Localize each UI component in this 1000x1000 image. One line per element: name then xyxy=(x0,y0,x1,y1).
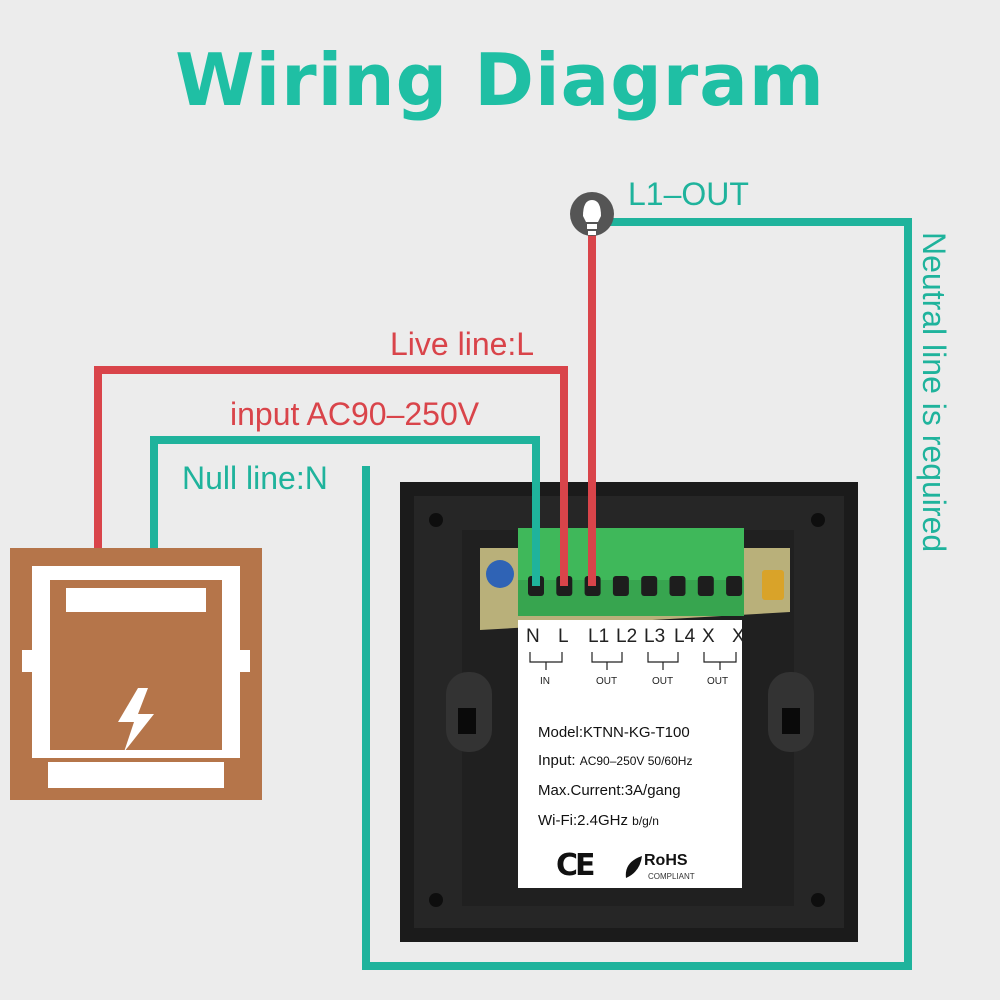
terminal-label-l1: L1 xyxy=(588,626,610,647)
spec-wifi-prefix: Wi-Fi:2.4GHz xyxy=(538,812,628,829)
live-line-wire xyxy=(94,366,568,586)
terminal-group-out-1: OUT xyxy=(596,676,618,687)
lightning-icon xyxy=(118,688,154,752)
spec-model: Model:KTNN-KG-T100 xyxy=(538,724,690,741)
spec-max-current: Max.Current:3A/gang xyxy=(538,782,681,799)
page-title: Wiring Diagram xyxy=(175,38,825,122)
l1-out-label: L1–OUT xyxy=(628,176,749,212)
live-line-label: Live line:L xyxy=(390,326,535,362)
terminal-label-x1: X xyxy=(702,626,715,647)
terminal-hole-8 xyxy=(726,576,743,596)
rohs-compliant: COMPLIANT xyxy=(648,872,695,881)
spec-input: Input: AC90–250V 50/60Hz xyxy=(538,752,692,769)
screw-hole-top-left xyxy=(429,513,443,527)
terminal-group-in: IN xyxy=(540,676,550,687)
terminal-label-l: L xyxy=(558,626,569,647)
null-line-label: Null line:N xyxy=(182,460,328,496)
terminal-bracket-lines xyxy=(529,652,737,670)
rohs-mark: RoHS xyxy=(644,852,688,869)
null-line-wire xyxy=(150,436,540,586)
terminal-group-out-2: OUT xyxy=(652,676,674,687)
spec-input-prefix: Input: xyxy=(538,752,576,769)
spec-label-plate: N L L1 L2 L3 L4 X X IN OUT OUT OUT Model… xyxy=(518,620,745,888)
screw-hole-bottom-right xyxy=(811,893,825,907)
input-voltage-label: input AC90–250V xyxy=(230,396,480,432)
terminal-hole-5 xyxy=(641,576,658,596)
terminal-label-l2: L2 xyxy=(616,626,638,647)
terminal-label-l3: L3 xyxy=(644,626,666,647)
terminal-label-n: N xyxy=(526,626,540,647)
leaf-icon xyxy=(625,856,642,878)
terminal-group-out-3: OUT xyxy=(707,676,729,687)
neutral-return-wire xyxy=(362,218,912,970)
spec-input-value: AC90–250V 50/60Hz xyxy=(579,754,693,768)
terminal-hole-7 xyxy=(697,576,714,596)
terminal-label-l4: L4 xyxy=(674,626,696,647)
terminal-label-x2: X xyxy=(732,626,745,647)
screw-hole-bottom-left xyxy=(429,893,443,907)
spec-wifi-value: b/g/n xyxy=(632,814,659,828)
terminal-hole-6 xyxy=(669,576,686,596)
capacitor-yellow xyxy=(762,570,784,600)
terminal-hole-4 xyxy=(612,576,629,596)
spec-wifi: Wi-Fi:2.4GHz b/g/n xyxy=(538,812,659,829)
screw-hole-top-right xyxy=(811,513,825,527)
capacitor-blue xyxy=(486,560,514,588)
ce-mark: CE xyxy=(556,848,595,883)
meter-icon xyxy=(10,548,262,800)
bulb-icon xyxy=(570,192,614,236)
neutral-required-label: Neutral line is required xyxy=(916,232,952,553)
